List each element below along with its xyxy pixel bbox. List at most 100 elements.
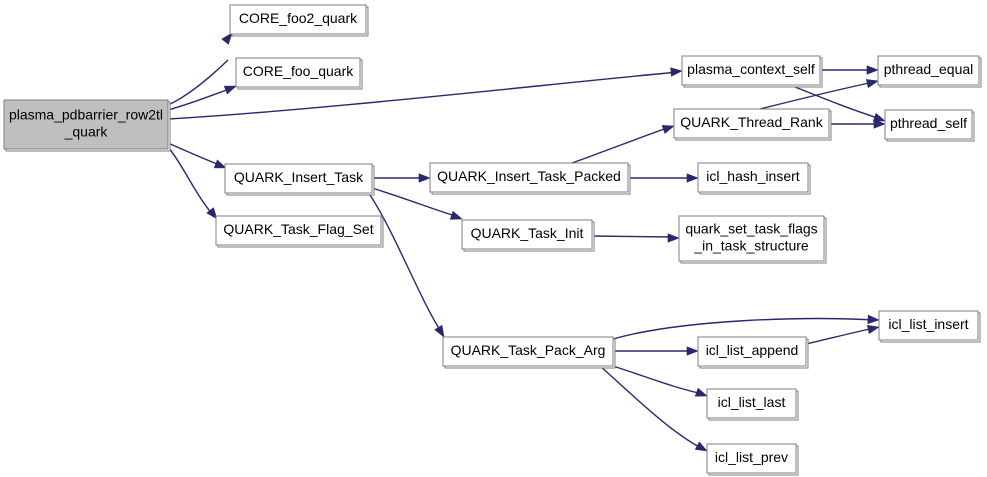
edge-root-to-quark_insert_task [167, 142, 227, 169]
node-quark_insert_task_packed[interactable]: QUARK_Insert_Task_Packed [429, 162, 631, 195]
node-icl_list_last[interactable]: icl_list_last [706, 388, 799, 421]
arrow-head-icon [866, 65, 879, 75]
arrow-head-icon [694, 387, 708, 397]
node-box[interactable] [706, 388, 797, 419]
node-quark_task_pack_arg[interactable]: QUARK_Task_Pack_Arg [442, 336, 616, 369]
edge-line [167, 142, 223, 167]
arrow-head-icon [686, 173, 699, 183]
edge-line [612, 365, 704, 395]
arrow-head-icon [873, 119, 886, 129]
node-label: CORE_foo_quark [243, 63, 355, 79]
node-core_foo2_quark[interactable]: CORE_foo2_quark [229, 4, 369, 37]
node-label: plasma_pdbarrier_row2tl [9, 107, 163, 123]
node-box[interactable] [224, 163, 373, 194]
node-box[interactable] [235, 57, 361, 88]
edge-quark_insert_task_packed-to-quark_thread_rank [571, 125, 675, 164]
arrow-head-icon [206, 207, 218, 220]
node-box[interactable] [442, 336, 614, 367]
node-label: _quark [64, 124, 109, 140]
node-root[interactable]: plasma_pdbarrier_row2tl_quark [3, 99, 171, 152]
edge-line [612, 317, 876, 340]
node-box[interactable] [215, 215, 382, 246]
arrow-head-icon [670, 67, 683, 77]
node-box[interactable] [678, 215, 825, 262]
arrow-head-icon [223, 85, 237, 95]
node-box[interactable] [229, 4, 367, 35]
node-box[interactable] [877, 55, 980, 86]
arrow-head-icon [418, 173, 431, 183]
node-box[interactable] [884, 109, 973, 140]
arrow-head-icon [694, 441, 708, 452]
node-label: CORE_foo2_quark [239, 10, 358, 26]
node-box[interactable] [681, 55, 821, 86]
edge-quark_insert_task_packed-to-icl_hash_insert [628, 173, 699, 183]
edge-quark_task_pack_arg-to-icl_list_append [613, 346, 699, 356]
edge-quark_insert_task-to-quark_task_pack_arg [367, 191, 445, 338]
node-box[interactable] [697, 336, 807, 367]
edge-line [371, 187, 459, 218]
node-label: pthread_equal [884, 61, 974, 77]
node-quark_task_flag_set[interactable]: QUARK_Task_Flag_Set [215, 215, 384, 248]
node-box[interactable] [878, 310, 979, 341]
edge-line [599, 365, 704, 450]
node-pthread_self[interactable]: pthread_self [884, 109, 975, 142]
edge-quark_thread_rank-to-pthread_self [829, 119, 886, 129]
edge-line [571, 126, 671, 164]
arrow-head-icon [213, 159, 227, 169]
edge-root-to-plasma_context_self [167, 67, 683, 120]
arrow-head-icon [686, 346, 699, 356]
arrow-head-icon [667, 233, 680, 243]
edge-quark_task_pack_arg-to-icl_list_last [612, 365, 708, 397]
edge-line [167, 71, 679, 120]
node-box[interactable] [673, 108, 830, 139]
arrow-head-icon [867, 314, 880, 325]
node-box[interactable] [697, 162, 809, 193]
node-label: QUARK_Insert_Task [234, 169, 364, 185]
node-box[interactable] [706, 443, 797, 474]
node-core_foo_quark[interactable]: CORE_foo_quark [235, 57, 363, 90]
edge-line [367, 191, 443, 334]
nodes-layer: plasma_pdbarrier_row2tl_quark CORE_foo2_q… [3, 4, 982, 476]
node-quark_insert_task[interactable]: QUARK_Insert_Task [224, 163, 375, 196]
node-quark_thread_rank[interactable]: QUARK_Thread_Rank [673, 108, 832, 141]
node-icl_hash_insert[interactable]: icl_hash_insert [697, 162, 811, 195]
node-icl_list_append[interactable]: icl_list_append [697, 336, 809, 369]
node-label: QUARK_Task_Pack_Arg [451, 342, 606, 358]
node-quark_task_init[interactable]: QUARK_Task_Init [461, 219, 595, 252]
arrow-head-icon [221, 32, 233, 45]
node-box[interactable] [429, 162, 629, 193]
edge-plasma_context_self-to-pthread_equal [820, 65, 879, 75]
edge-plasma_context_self-to-pthread_self [789, 84, 886, 122]
node-label: icl_list_append [706, 342, 799, 358]
edge-quark_thread_rank-to-pthread_equal [759, 79, 879, 110]
node-box[interactable] [3, 99, 169, 150]
edge-line [759, 81, 875, 110]
edge-line [789, 84, 882, 120]
node-label: QUARK_Thread_Rank [680, 114, 823, 130]
edge-quark_task_pack_arg-to-icl_list_insert [612, 314, 880, 340]
node-label: icl_list_last [718, 394, 786, 410]
node-icl_list_insert[interactable]: icl_list_insert [878, 310, 981, 343]
node-box[interactable] [461, 219, 593, 250]
node-label: pthread_self [890, 115, 967, 131]
edge-quark_insert_task-to-quark_task_init [371, 187, 463, 220]
edge-icl_list_append-to-icl_list_insert [805, 324, 880, 345]
edge-quark_task_pack_arg-to-icl_list_prev [599, 365, 708, 452]
arrow-head-icon [865, 79, 879, 89]
node-plasma_context_self[interactable]: plasma_context_self [681, 55, 823, 88]
edge-line [167, 146, 215, 217]
node-icl_list_prev[interactable]: icl_list_prev [706, 443, 799, 476]
node-label: QUARK_Task_Init [471, 225, 584, 241]
node-label: QUARK_Task_Flag_Set [223, 221, 373, 237]
node-pthread_equal[interactable]: pthread_equal [877, 55, 982, 88]
node-quark_set_task_flags[interactable]: quark_set_task_flags_in_task_structure [678, 215, 827, 264]
arrow-head-icon [872, 112, 886, 122]
edge-root-to-quark_task_flag_set [167, 146, 218, 220]
node-label: icl_list_prev [715, 449, 788, 465]
node-label: plasma_context_self [687, 61, 815, 77]
node-label: quark_set_task_flags [685, 221, 817, 237]
edge-root-to-core_foo2_quark [167, 32, 233, 106]
edge-line [591, 235, 676, 238]
